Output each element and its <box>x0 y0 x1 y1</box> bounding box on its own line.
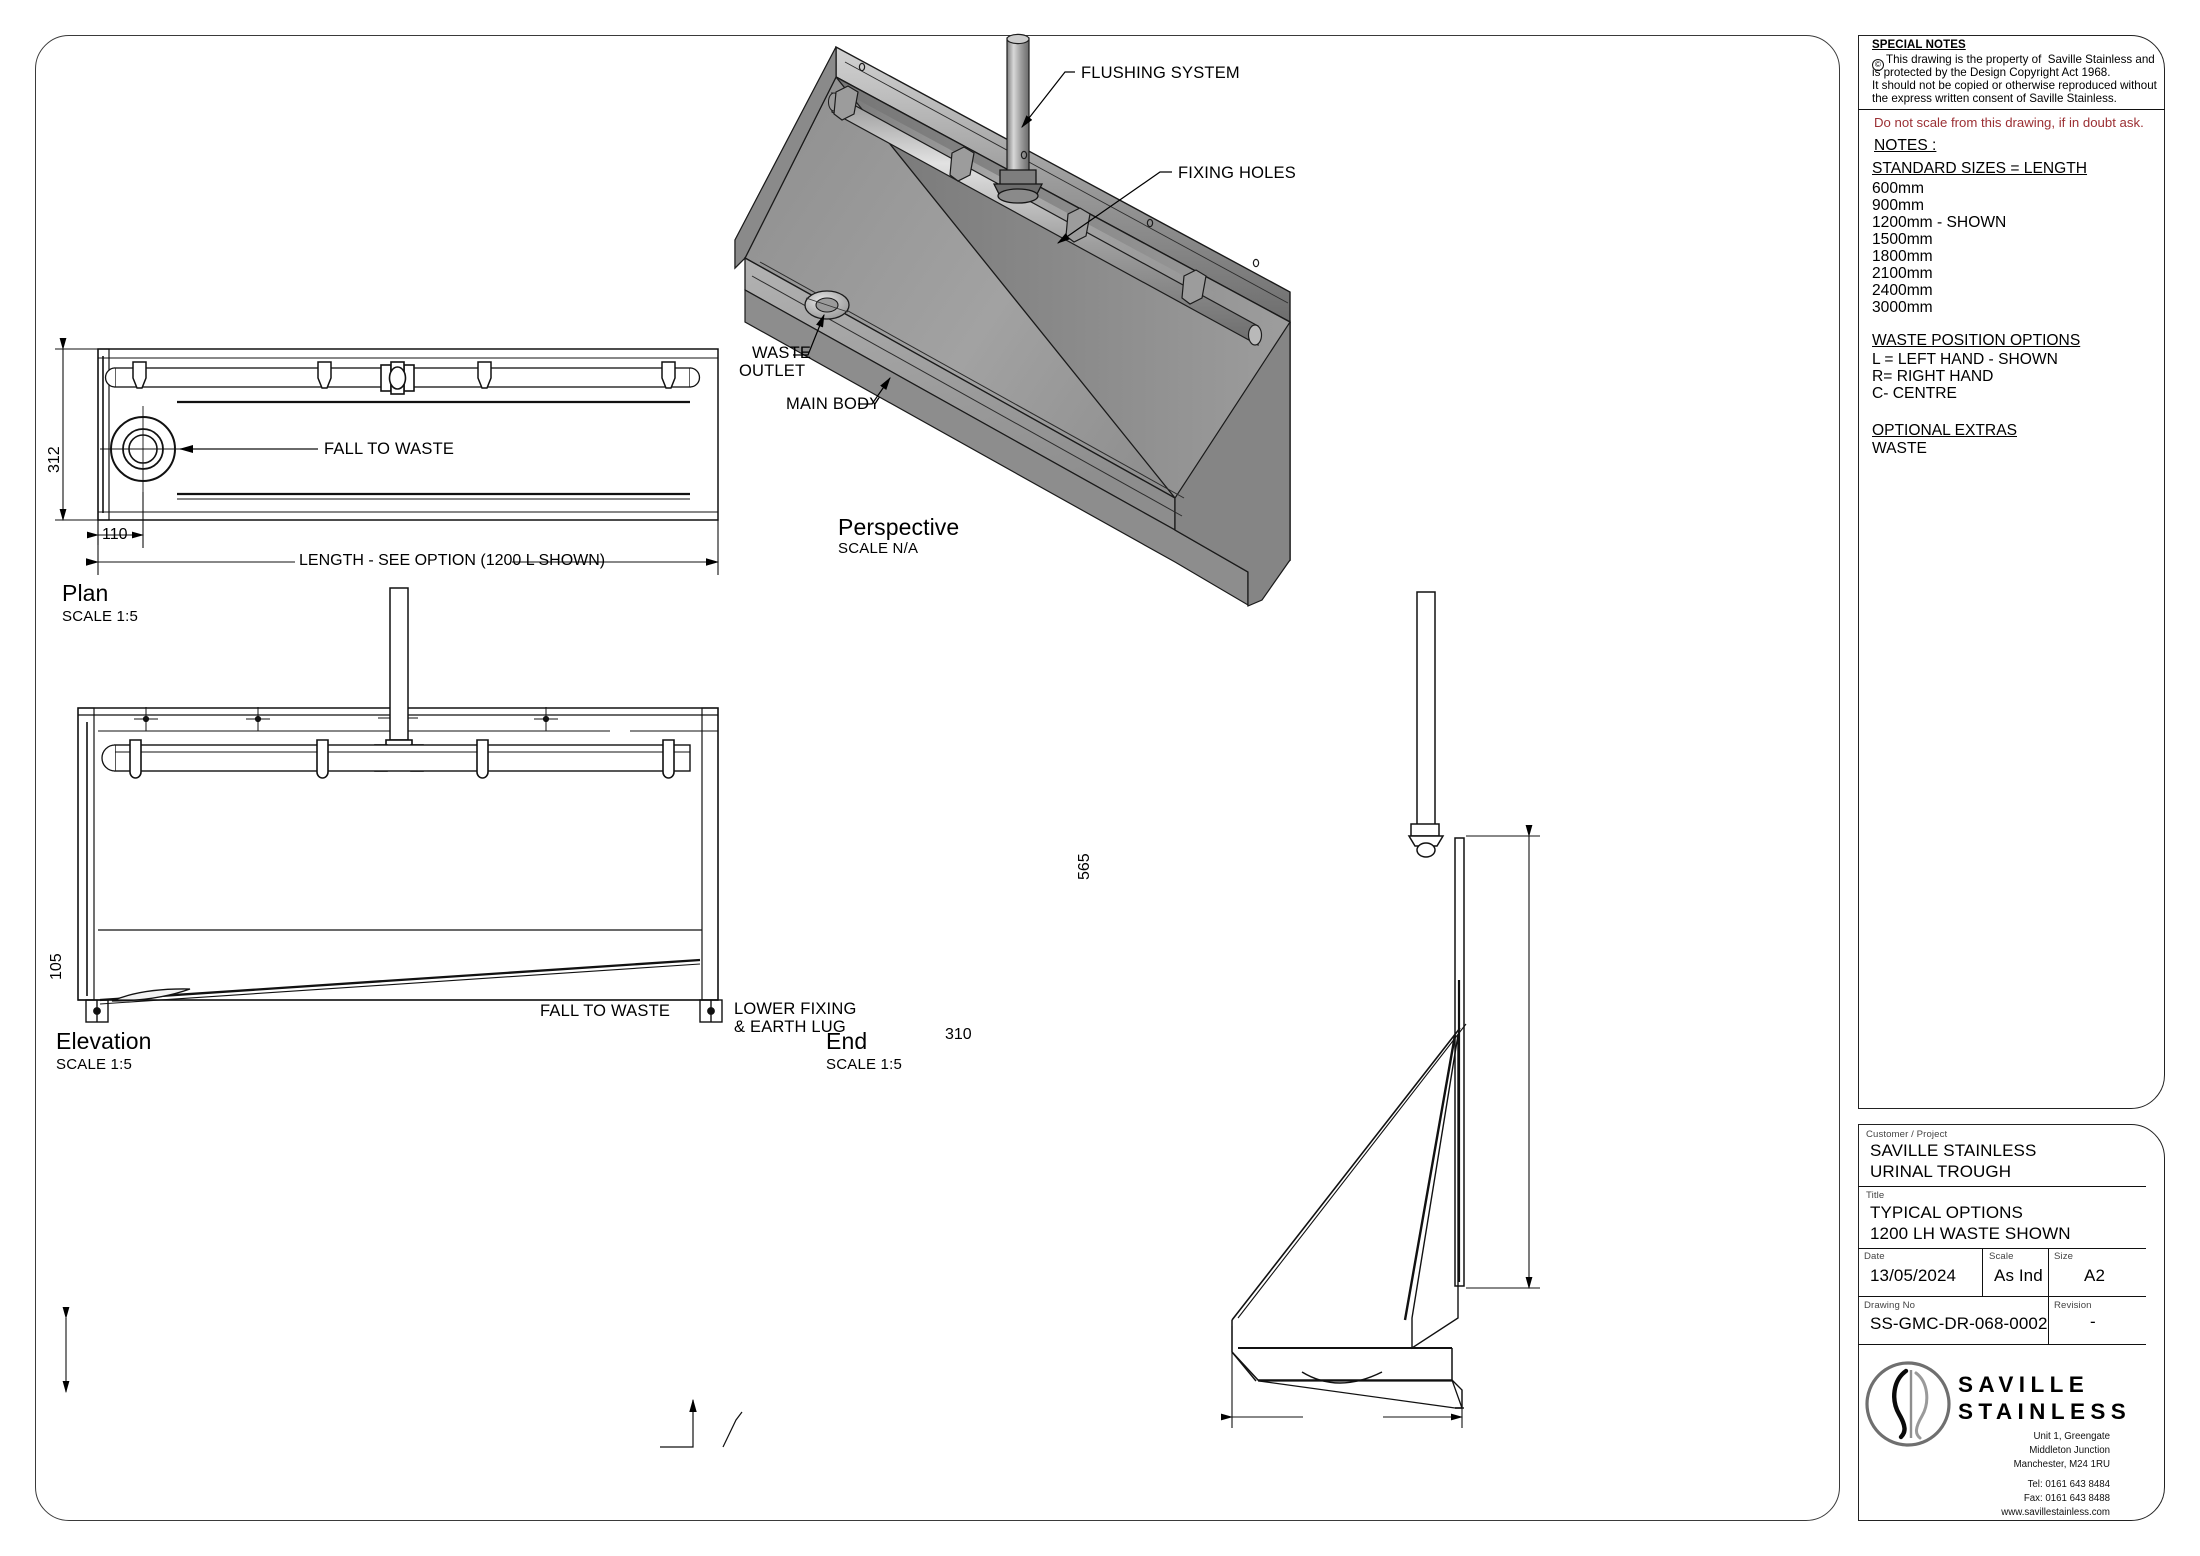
standard-size-2: 1200mm - SHOWN <box>1872 214 2007 231</box>
title-line-1: TYPICAL OPTIONS <box>1870 1203 2023 1222</box>
title-block: Customer / Project SAVILLE STAINLESS URI… <box>1858 1124 2165 1521</box>
copyright-line-2: is protected by the Design Copyright Act… <box>1872 66 2111 79</box>
tb-rule-2 <box>1858 1248 2146 1250</box>
customer-line-2: URINAL TROUGH <box>1870 1162 2012 1181</box>
company-address-line-1: Unit 1, Greengate <box>2033 1431 2110 1442</box>
customer-line-1: SAVILLE STAINLESS <box>1870 1141 2037 1160</box>
perspective-callout-flushing-system: FLUSHING SYSTEM <box>1081 64 1240 82</box>
company-address-line-3: Manchester, M24 1RU <box>2013 1459 2110 1470</box>
copyright-line-3: It should not be copied or otherwise rep… <box>1872 79 2157 92</box>
waste-position-1: R= RIGHT HAND <box>1872 368 1994 385</box>
size-value: A2 <box>2084 1266 2105 1285</box>
copyright-line-1: This drawing is the property of Saville … <box>1886 53 2155 66</box>
copyright-line-4: the express written consent of Saville S… <box>1872 92 2117 105</box>
standard-size-1: 900mm <box>1872 197 1924 214</box>
revision-value: - <box>2090 1312 2096 1331</box>
end-view-title: End <box>826 1028 868 1054</box>
standard-sizes-heading: STANDARD SIZES = LENGTH <box>1872 160 2088 177</box>
plan-dim-110-text: 110 <box>102 526 128 543</box>
plan-dim-312-text: 312 <box>46 446 63 473</box>
waste-position-0: L = LEFT HAND - SHOWN <box>1872 351 2058 368</box>
plan-dim-length-text: LENGTH - SEE OPTION (1200 L SHOWN) <box>299 552 606 569</box>
size-caption: Size <box>2054 1251 2074 1262</box>
perspective-callout-waste-outlet-line2: OUTLET <box>739 362 806 380</box>
perspective-callout-waste-outlet-line1: WASTE <box>752 344 812 362</box>
tb-vrule-3 <box>2048 1296 2050 1344</box>
notes-divider <box>1858 109 2165 110</box>
copyright-icon: © <box>1872 59 1884 71</box>
waste-position-heading: WASTE POSITION OPTIONS <box>1872 332 2081 349</box>
perspective-view-scale: SCALE N/A <box>838 540 919 557</box>
company-name-line-2: STAINLESS <box>1958 1399 2132 1424</box>
elevation-dim-105-text: 105 <box>48 953 65 980</box>
revision-caption: Revision <box>2054 1300 2092 1311</box>
saville-logo-icon <box>1865 1361 1951 1447</box>
company-address-line-2: Middleton Junction <box>2029 1445 2110 1456</box>
tb-rule-3 <box>1858 1296 2146 1298</box>
perspective-callout-main-body: MAIN BODY <box>786 395 881 413</box>
notes-panel-frame <box>1858 35 2165 1109</box>
title-caption: Title <box>1866 1190 1885 1201</box>
do-not-scale-warning: Do not scale from this drawing, if in do… <box>1874 115 2144 130</box>
end-dim-565-text: 565 <box>1076 853 1093 880</box>
standard-size-4: 1800mm <box>1872 248 1933 265</box>
optional-extra-0: WASTE <box>1872 440 1927 457</box>
tb-vrule-2 <box>2048 1248 2050 1296</box>
end-dim-310-text: 310 <box>945 1026 972 1043</box>
elevation-callout-fall-to-waste: FALL TO WASTE <box>540 1002 671 1020</box>
tb-rule-4 <box>1858 1344 2146 1346</box>
elevation-callout-lower-fixing-line2: & EARTH LUG <box>734 1018 846 1036</box>
title-block-frame <box>1858 1124 2165 1521</box>
date-caption: Date <box>1864 1251 1885 1262</box>
notes-panel: SPECIAL NOTES © This drawing is the prop… <box>1858 35 2165 1109</box>
drawing-no-value: SS-GMC-DR-068-0002 <box>1870 1314 2048 1333</box>
drawing-no-caption: Drawing No <box>1864 1300 1916 1311</box>
standard-size-6: 2400mm <box>1872 282 1933 299</box>
optional-extras-heading: OPTIONAL EXTRAS <box>1872 422 2017 439</box>
company-fax: Fax: 0161 643 8488 <box>2023 1493 2110 1504</box>
title-line-2: 1200 LH WASTE SHOWN <box>1870 1224 2071 1243</box>
standard-size-3: 1500mm <box>1872 231 1933 248</box>
main-drawing-frame <box>35 35 1840 1521</box>
plan-view-title: Plan <box>62 580 109 606</box>
company-name-line-1: SAVILLE <box>1958 1372 2090 1397</box>
standard-size-0: 600mm <box>1872 180 1924 197</box>
scale-value: As Ind <box>1994 1266 2043 1285</box>
perspective-view-title: Perspective <box>838 514 960 540</box>
waste-position-2: C- CENTRE <box>1872 385 1957 402</box>
elevation-callout-lower-fixing-line1: LOWER FIXING <box>734 1000 857 1018</box>
company-website: www.savillestainless.com <box>2001 1507 2110 1518</box>
customer-caption: Customer / Project <box>1866 1129 1948 1140</box>
company-tel: Tel: 0161 643 8484 <box>2027 1479 2110 1490</box>
perspective-callout-fixing-holes: FIXING HOLES <box>1178 164 1296 182</box>
standard-size-7: 3000mm <box>1872 299 1933 316</box>
elevation-view-title: Elevation <box>56 1028 152 1054</box>
special-notes-heading: SPECIAL NOTES <box>1872 39 1966 51</box>
tb-rule-1 <box>1858 1186 2146 1188</box>
scale-caption: Scale <box>1989 1251 2014 1262</box>
plan-view-scale: SCALE 1:5 <box>62 608 139 625</box>
date-value: 13/05/2024 <box>1870 1266 1957 1285</box>
end-view-scale: SCALE 1:5 <box>826 1056 903 1073</box>
plan-callout-fall-to-waste: FALL TO WASTE <box>324 440 455 458</box>
notes-heading: NOTES : <box>1874 137 1937 154</box>
elevation-view-scale: SCALE 1:5 <box>56 1056 133 1073</box>
standard-size-5: 2100mm <box>1872 265 1933 282</box>
tb-vrule-1 <box>1982 1248 1984 1296</box>
